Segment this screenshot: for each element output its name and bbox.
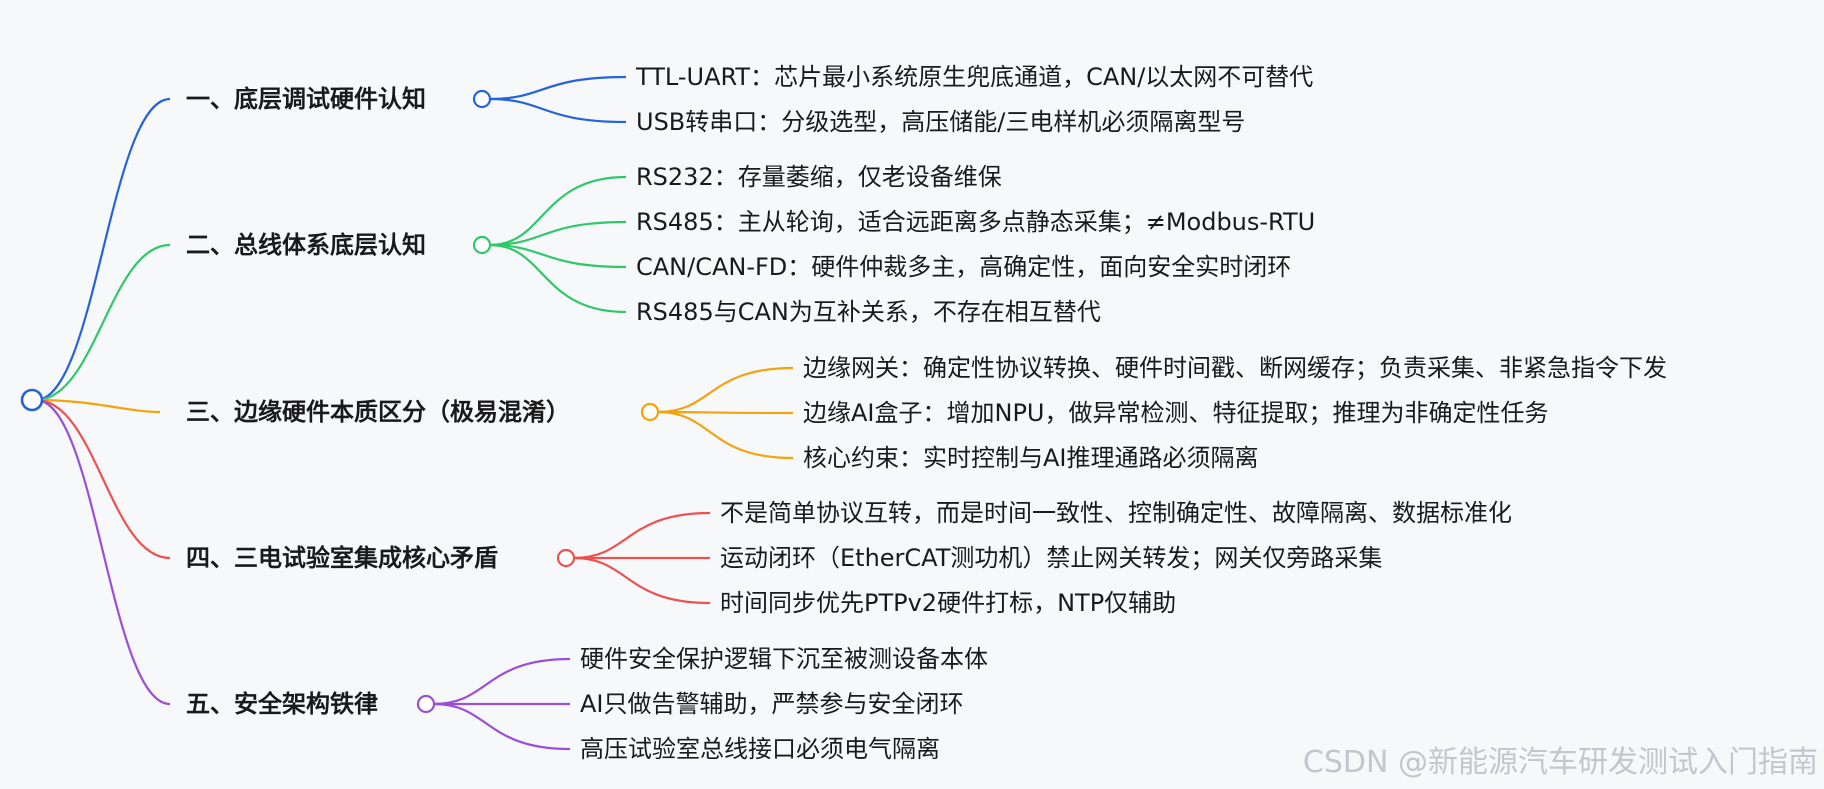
branch-4-connector	[35, 398, 171, 560]
branch-5-node[interactable]	[416, 694, 436, 714]
branch-4-node[interactable]	[556, 548, 576, 568]
branch-2-leaf-1-connector	[489, 175, 627, 247]
branch-2-leaf-2-connector	[489, 220, 627, 247]
root-node[interactable]	[20, 388, 44, 412]
leaf-3-2: 边缘AI盒子：增加NPU，做异常检测、特征提取；推理为非确定性任务	[803, 399, 1549, 427]
watermark: CSDN @新能源汽车研发测试入门指南	[1302, 745, 1818, 780]
branch-3-node[interactable]	[640, 402, 660, 422]
branch-1-node[interactable]	[472, 89, 492, 109]
branch-1-connector	[35, 97, 171, 402]
leaf-4-1: 不是简单协议互转，而是时间一致性、控制确定性、故障隔离、数据标准化	[720, 499, 1512, 527]
leaf-5-1: 硬件安全保护逻辑下沉至被测设备本体	[580, 645, 988, 673]
branch-2-connector	[35, 243, 171, 402]
branch-5-leaf-1-connector	[433, 657, 571, 706]
branch-3-leaf-2-connector	[657, 410, 794, 415]
branch-4-leaf-3-connector	[573, 556, 711, 605]
branch-2-leaf-3-connector	[489, 243, 627, 269]
branch-5-leaf-3-connector	[433, 702, 571, 751]
branch-2-leaf-4-connector	[489, 243, 627, 314]
branch-3-label: 三、边缘硬件本质区分（极易混淆）	[186, 398, 570, 426]
leaf-2-2: RS485：主从轮询，适合远距离多点静态采集；≠Modbus-RTU	[636, 208, 1316, 236]
leaf-4-3: 时间同步优先PTPv2硬件打标，NTP仅辅助	[720, 589, 1177, 617]
branch-2-node[interactable]	[472, 235, 492, 255]
leaf-2-1: RS232：存量萎缩，仅老设备维保	[636, 163, 1002, 191]
branch-5-connector	[35, 398, 171, 706]
leaf-3-1: 边缘网关：确定性协议转换、硬件时间戳、断网缓存；负责采集、非紧急指令下发	[803, 354, 1667, 382]
branch-3-connector	[35, 398, 161, 414]
branch-3-leaf-1-connector	[657, 366, 794, 414]
leaf-1-1: TTL-UART：芯片最小系统原生兜底通道，CAN/以太网不可替代	[636, 63, 1314, 91]
leaf-2-3: CAN/CAN-FD：硬件仲裁多主，高确定性，面向安全实时闭环	[636, 253, 1292, 281]
leaf-4-2: 运动闭环（EtherCAT测功机）禁止网关转发；网关仅旁路采集	[720, 544, 1383, 572]
branch-4-leaf-1-connector	[573, 511, 711, 560]
leaf-5-3: 高压试验室总线接口必须电气隔离	[580, 735, 940, 763]
branch-2-label: 二、总线体系底层认知	[186, 231, 426, 259]
branch-1-leaf-1-connector	[489, 75, 627, 101]
branch-5-label: 五、安全架构铁律	[186, 690, 378, 718]
branch-1-leaf-2-connector	[489, 97, 627, 124]
leaf-2-4: RS485与CAN为互补关系，不存在相互替代	[636, 298, 1101, 326]
leaf-5-2: AI只做告警辅助，严禁参与安全闭环	[580, 690, 964, 718]
leaf-3-3: 核心约束：实时控制与AI推理通路必须隔离	[803, 444, 1259, 472]
branch-4-label: 四、三电试验室集成核心矛盾	[186, 544, 498, 572]
leaf-1-2: USB转串口：分级选型，高压储能/三电样机必须隔离型号	[636, 108, 1246, 136]
branch-3-leaf-3-connector	[657, 410, 794, 460]
branch-1-label: 一、底层调试硬件认知	[186, 85, 426, 113]
